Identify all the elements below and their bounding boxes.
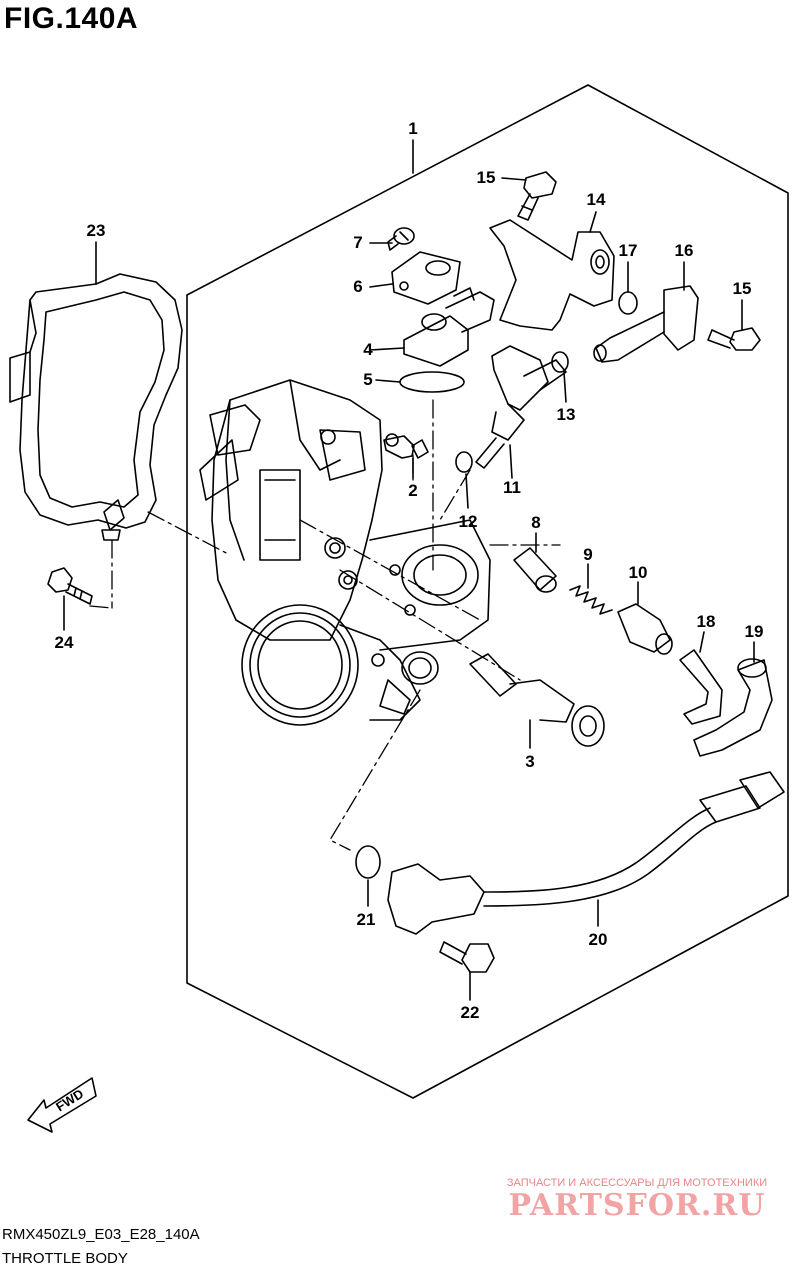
callout-4: 4 [363,340,373,359]
part-12-oring [455,451,473,473]
callout-19: 19 [745,622,764,641]
leader-6 [369,283,393,288]
callout-6: 6 [353,277,362,296]
part-19-elbow [693,658,773,757]
callout-8: 8 [531,513,540,532]
part-23-cover [9,273,183,541]
assembly-boundary [186,84,789,1099]
callout-14: 14 [587,190,606,209]
callout-10: 10 [629,563,648,582]
part-16-fitting [593,285,699,363]
model-code: RMX450ZL9_E03_E28_140A [2,1226,200,1243]
leader-4 [369,347,405,351]
part-24-bolt [47,567,93,605]
callout-17: 17 [619,241,638,260]
callout-7: 7 [353,233,362,252]
part-13-oring [551,351,569,373]
leader-5 [375,379,401,383]
part-17-oring [618,291,638,315]
leader-13 [563,371,567,403]
watermark-logo: PARTSFOR.RU [508,1188,766,1223]
leader-12 [465,473,469,509]
callout-12: 12 [459,512,478,531]
part-2-bolt [383,435,429,459]
part-8-plunger [513,547,557,593]
part-14-fuel-rail [489,219,615,331]
callout-20: 20 [589,930,608,949]
callout-1: 1 [408,119,417,138]
leader-15a [501,177,527,181]
callout-16: 16 [675,241,694,260]
callout-15a: 15 [477,168,496,187]
callout-13: 13 [557,405,576,424]
part-9-spring [569,585,613,615]
callout-11: 11 [503,478,521,497]
part-7-screw [387,227,415,251]
part-18-hose [679,649,723,725]
part-11-injector [475,345,567,469]
part-15-bolt-right [707,327,761,351]
callout-22: 22 [461,1003,480,1022]
part-6-bracket [391,251,461,305]
part-10-nut [617,603,673,655]
callout-2: 2 [408,481,417,500]
fwd-arrow [27,1077,97,1133]
part-5-oring [399,371,465,393]
part-21-oring [355,845,381,879]
callout-15b: 15 [733,279,752,298]
leader-11 [509,444,513,479]
callout-24: 24 [55,633,74,652]
callout-23: 23 [87,221,106,240]
callout-5: 5 [363,370,372,389]
callout-21: 21 [357,910,376,929]
leader-14 [589,211,597,233]
part-4-sensor [403,287,495,367]
part-15-bolt-top [517,171,557,221]
part-20-sensor [387,771,785,935]
callout-3: 3 [525,752,534,771]
part-3-plunger [469,653,605,747]
diagram-caption: THROTTLE BODY [2,1250,128,1267]
leader-18 [699,631,705,653]
callout-18: 18 [697,612,716,631]
watermark-tagline: ЗАПЧАСТИ И АКСЕССУАРЫ ДЛЯ МОТОТЕХНИКИ [506,1177,768,1189]
throttle-body-housing [199,379,491,726]
part-22-bolt [439,941,495,973]
figure-title: FIG.140A [4,2,139,35]
callout-9: 9 [583,545,592,564]
